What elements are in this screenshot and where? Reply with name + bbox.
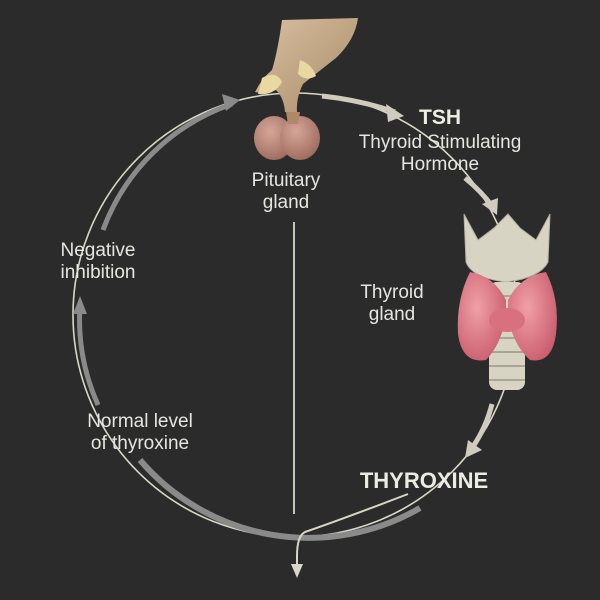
arc-arrowhead-upper xyxy=(222,94,240,111)
svg-text:Hormone: Hormone xyxy=(401,154,479,175)
label-thyroxine: THYROXINE xyxy=(360,468,488,493)
svg-text:Thyroid: Thyroid xyxy=(360,282,423,303)
svg-text:Thyroid Stimulating: Thyroid Stimulating xyxy=(359,132,522,153)
negative-inhibition-arc-lower xyxy=(77,304,101,407)
outgoing-arrowhead xyxy=(291,564,303,578)
to-thyroxine-arrowhead xyxy=(465,440,482,458)
svg-text:of thyroxine: of thyroxine xyxy=(91,433,189,454)
tsh-arrowhead xyxy=(386,104,404,122)
svg-text:Negative: Negative xyxy=(61,240,136,261)
svg-text:Pituitary: Pituitary xyxy=(252,170,321,191)
label-negative-inhibition: Negative inhibition xyxy=(61,240,136,283)
svg-text:Normal level: Normal level xyxy=(87,411,193,432)
svg-text:gland: gland xyxy=(263,192,310,213)
svg-text:gland: gland xyxy=(369,304,416,325)
label-pituitary: Pituitary gland xyxy=(252,170,321,213)
pituitary-gland-icon xyxy=(254,18,358,160)
to-thyroxine-arrow xyxy=(469,403,495,450)
negative-inhibition-arc-upper xyxy=(100,101,233,231)
label-thyroid: Thyroid gland xyxy=(360,282,423,325)
label-tsh-description: Thyroid Stimulating Hormone xyxy=(359,132,522,175)
svg-text:inhibition: inhibition xyxy=(61,262,136,283)
to-thyroid-arrowhead xyxy=(482,198,498,215)
label-tsh-title: TSH xyxy=(419,106,461,129)
label-normal-level: Normal level of thyroxine xyxy=(87,411,193,454)
normal-level-arc xyxy=(137,458,422,541)
thyroid-gland-icon xyxy=(457,213,557,390)
tsh-arrow xyxy=(321,93,396,115)
outgoing-arrow xyxy=(296,493,409,566)
arc-arrowhead-left xyxy=(73,296,87,314)
